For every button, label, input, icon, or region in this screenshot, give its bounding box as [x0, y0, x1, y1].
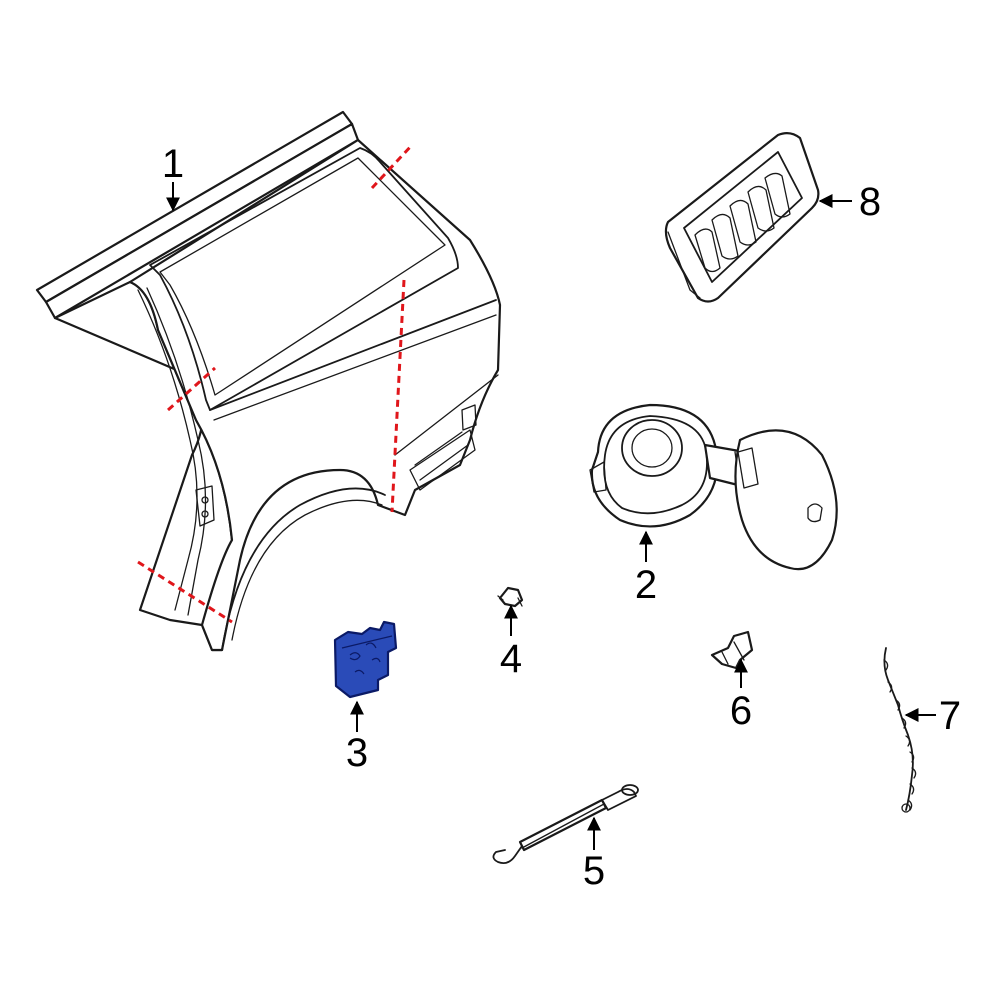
wheel-arch-lip: [231, 499, 383, 641]
callout-leaders: [166, 182, 936, 850]
fuel-door-hinge-mount: [737, 447, 759, 489]
callout-4: 4: [500, 637, 522, 681]
cut-line-2: [167, 366, 216, 412]
fuel-door-handle: [807, 503, 823, 523]
wheel-arch: [221, 487, 386, 651]
release-cable[interactable]: [492, 784, 639, 865]
cable-housing-end: [601, 788, 637, 811]
callout-7: 7: [939, 694, 961, 738]
bracket[interactable]: [333, 620, 398, 699]
vent-grille-flaps: [694, 172, 791, 273]
lamp-pocket-ridge: [414, 404, 477, 481]
vent-grille[interactable]: [664, 131, 820, 303]
jamb-hole-2: [201, 510, 209, 518]
quarter-panel-outer: [128, 138, 502, 652]
bracket-body: [333, 620, 398, 699]
callout-8: 8: [859, 180, 881, 224]
vent-grille-edge: [667, 231, 701, 299]
cable-hook: [492, 845, 523, 865]
pillar-line-a: [137, 289, 198, 611]
cut-lines: [137, 143, 414, 624]
seal-end: [901, 803, 911, 813]
clip-stem: [497, 595, 523, 607]
belt-line: [209, 299, 497, 411]
cut-line-1: [370, 143, 414, 190]
quarter-panel[interactable]: [35, 110, 502, 652]
clip[interactable]: [497, 586, 524, 608]
vent-grille-frame: [664, 131, 820, 303]
vent-grille-inner-frame: [683, 151, 803, 283]
filler-housing: [590, 403, 719, 528]
cable-tip: [621, 784, 639, 796]
callout-labels: 1 2 3 4 5 6 7 8: [162, 142, 961, 893]
filler-housing-rim: [603, 415, 708, 515]
callout-5: 5: [583, 849, 605, 893]
cable-wire: [521, 803, 605, 849]
quarter-window-opening: [149, 147, 459, 411]
seal[interactable]: [883, 647, 917, 813]
fuel-filler-door-assembly[interactable]: [589, 403, 838, 571]
callout-1: 1: [162, 142, 184, 186]
quarter-window-inner: [159, 157, 446, 396]
seal-beads: [883, 659, 917, 811]
seal-strip: [883, 647, 914, 811]
belt-line-inner: [213, 314, 497, 421]
bumper[interactable]: [710, 630, 754, 670]
cut-line-3: [390, 279, 406, 513]
callout-6: 6: [730, 689, 752, 733]
bracket-details: [341, 635, 393, 675]
lamp-pocket: [409, 429, 476, 491]
pillar-line-b: [146, 287, 207, 616]
lower-body-line: [394, 374, 499, 456]
jamb-detail: [195, 485, 215, 527]
cut-line-4: [137, 560, 233, 624]
clip-body: [498, 586, 524, 608]
callout-3: 3: [346, 731, 368, 775]
filler-neck: [621, 419, 683, 477]
filler-neck-inner: [631, 428, 673, 468]
jamb-hole-1: [201, 496, 209, 504]
callout-2: 2: [635, 563, 657, 607]
bumper-body: [710, 630, 754, 670]
fuel-door: [734, 429, 838, 571]
filler-tab: [589, 461, 607, 493]
bumper-detail: [721, 641, 745, 665]
